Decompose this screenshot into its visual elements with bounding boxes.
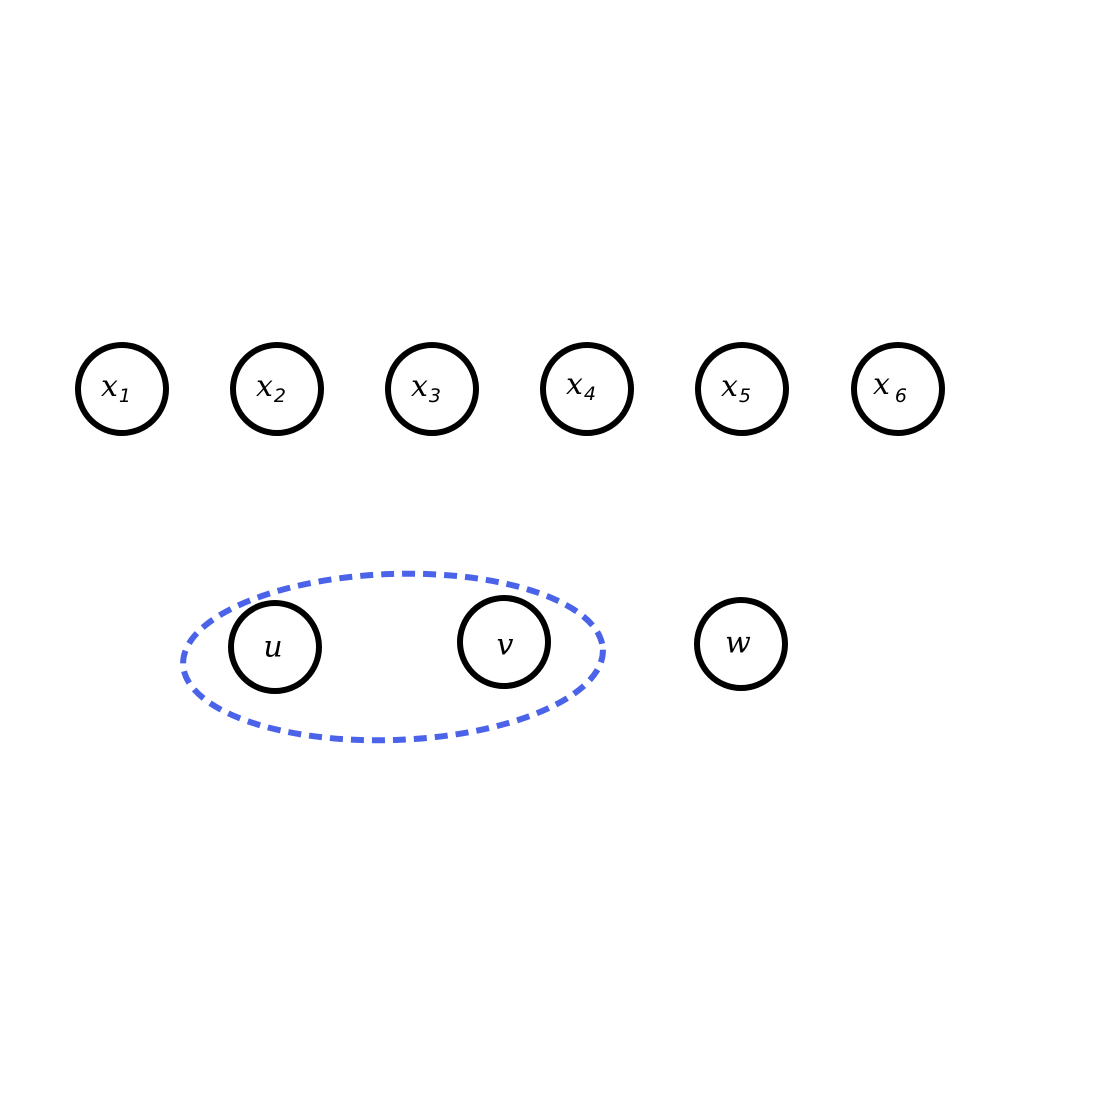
node-w: w bbox=[694, 597, 788, 691]
node-v: v bbox=[457, 595, 551, 689]
svg-text:x4: x4 bbox=[566, 367, 596, 406]
svg-text:x5: x5 bbox=[721, 369, 751, 408]
node-x5: x5 bbox=[695, 342, 789, 436]
node-x3: x3 bbox=[385, 342, 479, 436]
svg-text:v: v bbox=[497, 628, 514, 663]
svg-text:x1: x1 bbox=[101, 369, 131, 408]
svg-text:x3: x3 bbox=[411, 369, 441, 408]
node-x2: x2 bbox=[230, 342, 324, 436]
group-ellipse-u-v bbox=[180, 570, 606, 744]
svg-text:x2: x2 bbox=[256, 369, 286, 408]
node-x1: x1 bbox=[75, 342, 169, 436]
node-x4: x4 bbox=[540, 342, 634, 436]
svg-text:u: u bbox=[263, 630, 282, 665]
node-u: u bbox=[228, 600, 322, 694]
svg-text:w: w bbox=[725, 626, 751, 661]
svg-text:x6: x6 bbox=[873, 367, 907, 408]
